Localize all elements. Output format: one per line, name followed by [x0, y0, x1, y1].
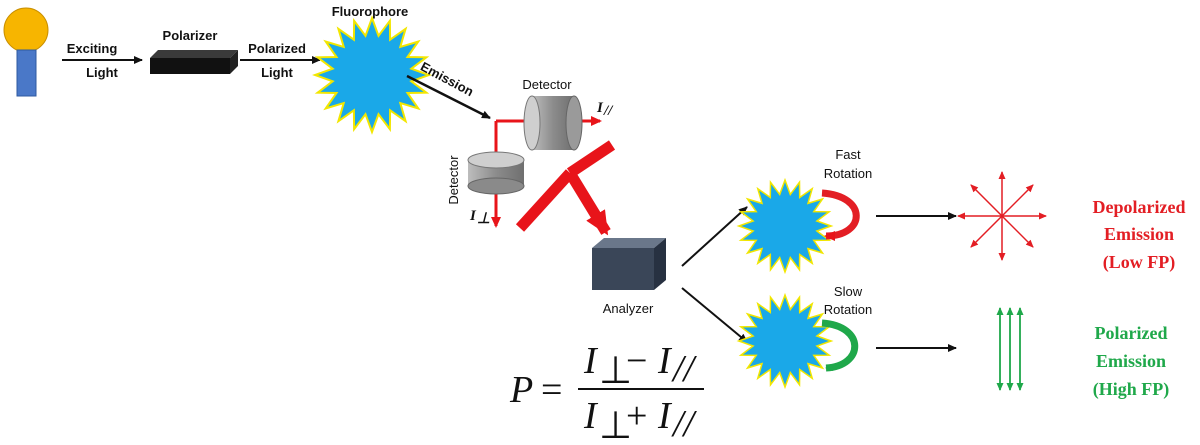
denominator-i-perp: I: [583, 395, 599, 437]
denominator-parallel-sub: //: [671, 403, 698, 445]
slow-rotation-label-1: Slow: [834, 284, 863, 299]
detector-perpendicular-cylinder-icon: [467, 151, 525, 195]
polarized-label-2: Emission: [1096, 351, 1166, 371]
fast-rotation-curved-arrow-icon: [821, 189, 860, 241]
polarized-light-label-2: Light: [261, 65, 293, 80]
depolarized-emission-arrows-icon: [957, 171, 1047, 261]
polarized-emission-arrows-icon: [996, 307, 1024, 391]
denominator-i-parallel: I: [657, 395, 673, 437]
exciting-light-label-1: Exciting: [67, 41, 118, 56]
branch-arrow-fast: [681, 206, 748, 267]
polarized-label-1: Polarized: [1095, 323, 1168, 343]
detector-side-label: Detector: [446, 155, 461, 205]
equation-equals: =: [541, 369, 562, 411]
denominator-perp-sub: ⊥: [599, 405, 632, 445]
exciting-light-label-2: Light: [86, 65, 118, 80]
analyzer-label: Analyzer: [603, 301, 654, 316]
detector-top-label: Detector: [522, 77, 572, 92]
polarizer-icon: [150, 50, 238, 74]
i-parallel-symbol: I: [596, 100, 604, 116]
fast-rotation-label-1: Fast: [835, 147, 861, 162]
numerator-i-parallel: I: [657, 340, 673, 382]
fast-fluorophore-starburst-icon: [736, 177, 834, 275]
numerator-parallel-sub: //: [671, 348, 698, 390]
branch-arrow-slow: [681, 287, 748, 343]
polarizer-label: Polarizer: [163, 28, 218, 43]
polarization-equation: P = I ⊥ − I // I ⊥ + I //: [509, 340, 704, 445]
analyzer-cube-icon: [592, 238, 666, 290]
numerator-minus: −: [626, 340, 647, 382]
polarized-label-3: (High FP): [1093, 379, 1170, 400]
depolarized-label-3: (Low FP): [1103, 252, 1175, 273]
polarized-light-label-1: Polarized: [248, 41, 306, 56]
depolarized-label-2: Emission: [1104, 224, 1174, 244]
slow-rotation-curved-arrow-icon: [821, 319, 859, 372]
light-bulb-icon: [3, 7, 49, 97]
fast-rotation-label-2: Rotation: [824, 166, 872, 181]
detector-parallel-cylinder-icon: [523, 95, 583, 151]
fluorophore-starburst-icon: [312, 15, 432, 135]
i-perp-subscript: ⊥: [477, 211, 490, 227]
denominator-plus: +: [626, 395, 647, 437]
slow-rotation-label-2: Rotation: [824, 302, 872, 317]
i-parallel-subscript: //: [603, 103, 614, 119]
i-perp-symbol: I: [469, 208, 477, 224]
depolarized-label-1: Depolarized: [1093, 197, 1186, 217]
numerator-i-perp: I: [583, 340, 599, 382]
emission-arrow: [406, 74, 491, 120]
fluorophore-label: Fluorophore: [332, 4, 409, 19]
combined-beam-arrow: [515, 140, 616, 236]
slow-fluorophore-starburst-icon: [736, 292, 834, 390]
equation-lhs: P: [509, 369, 533, 411]
numerator-perp-sub: ⊥: [599, 350, 632, 392]
